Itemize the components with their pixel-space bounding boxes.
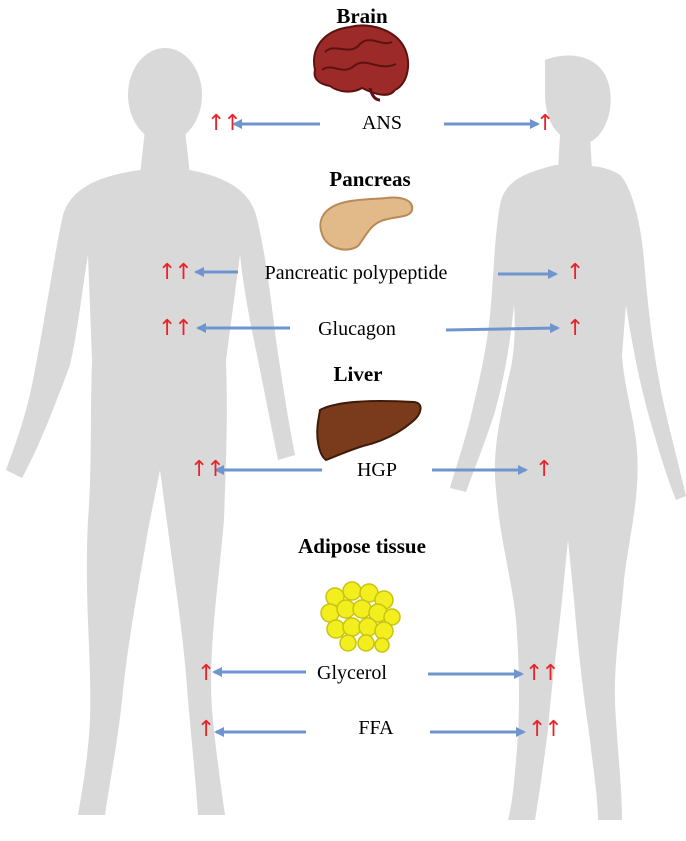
label-glycerol: Glycerol	[317, 662, 387, 684]
label-ans: ANS	[361, 112, 403, 134]
brain-icon	[313, 24, 410, 102]
fat-cells-icon	[320, 581, 401, 653]
female-change-glucagon: ↑	[566, 316, 584, 341]
female-change-ans: ↑	[536, 111, 554, 136]
male-change-glycerol: ↑	[197, 661, 215, 686]
label-glucagon: Glucagon	[318, 318, 396, 340]
label-ffa: FFA	[358, 717, 394, 739]
label-hgp: HGP	[356, 459, 398, 481]
male-change-glucagon: ↑↑	[158, 316, 193, 341]
male-change-hgp: ↑↑	[190, 457, 225, 482]
male-change-pancreatic-polypeptide: ↑↑	[158, 260, 193, 285]
heading-liver: Liver	[333, 362, 383, 386]
male-change-ans: ↑↑	[207, 111, 242, 136]
heading-adipose: Adipose tissue	[298, 534, 426, 558]
heading-brain: Brain	[336, 4, 388, 28]
female-change-pancreatic-polypeptide: ↑	[566, 260, 584, 285]
arrow-glucagon-right	[445, 323, 560, 334]
liver-icon	[316, 399, 422, 462]
female-change-ffa: ↑↑	[528, 717, 563, 742]
label-pancreatic-polypeptide: Pancreatic polypeptide	[264, 262, 448, 284]
arrow-layer	[194, 119, 560, 737]
female-silhouette	[450, 55, 686, 820]
female-change-glycerol: ↑↑	[525, 661, 560, 686]
male-silhouette	[6, 48, 295, 815]
male-change-ffa: ↑	[197, 717, 215, 742]
pancreas-icon	[319, 196, 414, 251]
heading-pancreas: Pancreas	[329, 167, 411, 191]
female-change-hgp: ↑	[535, 457, 553, 482]
